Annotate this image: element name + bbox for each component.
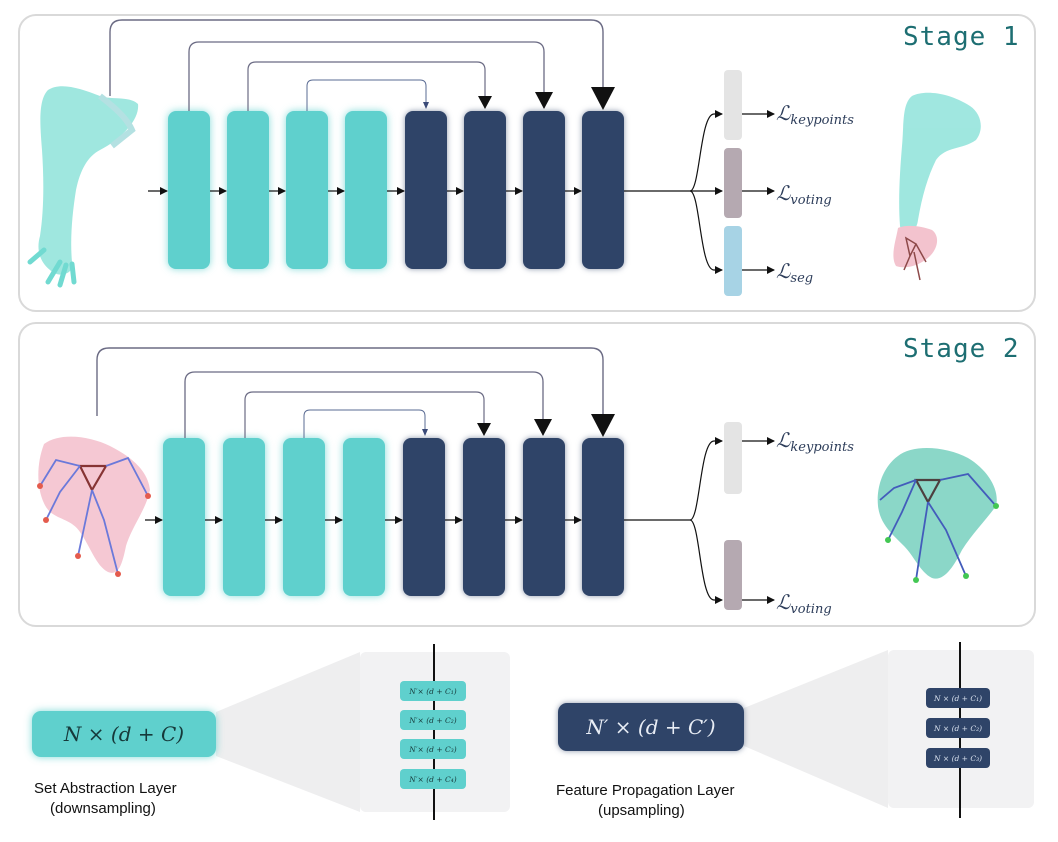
- stage-1-output-arm-cloud: [893, 92, 981, 281]
- stage-1-fp-block-1: [405, 111, 447, 269]
- stage-1-fp-block-2: [464, 111, 506, 269]
- stage-2-fp-block-2: [463, 438, 505, 596]
- stage-1-label: Stage 1: [903, 22, 1020, 52]
- stage-1-loss-voting: ℒvoting: [776, 181, 832, 208]
- sa-zoom-axis: [433, 644, 435, 820]
- stage-1-head-voting: [724, 148, 742, 218]
- stage-2-sa-block-3: [283, 438, 325, 596]
- fp-legend-block: N′ × (d + C′): [558, 703, 744, 751]
- stage-1-sa-block-3: [286, 111, 328, 269]
- stage-2-fp-block-4: [582, 438, 624, 596]
- sa-legend-caption: Set Abstraction Layer (downsampling): [34, 780, 177, 817]
- fp-legend-caption: Feature Propagation Layer (upsampling): [556, 782, 735, 819]
- stage-2-sa-block-1: [163, 438, 205, 596]
- fp-zoom-fan: [744, 650, 888, 808]
- stage-2-loss-voting: ℒvoting: [776, 590, 832, 617]
- sa-legend-formula: N × (d + C): [63, 722, 185, 746]
- stage-2-input-hand-cloud: [37, 436, 151, 577]
- stage-1-head-keypoints: [724, 70, 742, 140]
- sa-sublayer-1: N′× (d + C₁): [400, 681, 466, 701]
- sa-legend-block: N × (d + C): [32, 711, 216, 757]
- stage-2-label: Stage 2: [903, 334, 1020, 364]
- fp-sublayer-1: N × (d + C₁): [926, 688, 990, 708]
- stage-1-loss-keypoints: ℒkeypoints: [776, 101, 854, 128]
- sa-sublayer-3: N′× (d + C₃): [400, 739, 466, 759]
- fp-legend-formula: N′ × (d + C′): [586, 715, 716, 739]
- stage-1-skip-connections: [109, 19, 615, 111]
- stage-2-sa-block-4: [343, 438, 385, 596]
- stage-2-fp-block-3: [523, 438, 565, 596]
- sa-sublayer-2: N′× (d + C₂): [400, 710, 466, 730]
- stage-2-loss-keypoints: ℒkeypoints: [776, 428, 854, 455]
- stage-1-head-seg: [724, 226, 742, 296]
- sa-sublayer-4: N′× (d + C₄): [400, 769, 466, 789]
- fp-sublayer-2: N × (d + C₂): [926, 718, 990, 738]
- stage-1-forward-arrows: [148, 110, 775, 274]
- sa-zoom-fan: [216, 652, 360, 812]
- stage-2-output-hand-cloud: [877, 447, 999, 583]
- stage-2-fp-block-1: [403, 438, 445, 596]
- stage-2-head-voting: [724, 540, 742, 610]
- fp-sublayer-3: N × (d + C₃): [926, 748, 990, 768]
- stage-2-skip-connections: [96, 347, 615, 438]
- stage-1-sa-block-4: [345, 111, 387, 269]
- stage-1-fp-block-3: [523, 111, 565, 269]
- stage-1-sa-block-2: [227, 111, 269, 269]
- stage-1-loss-seg: ℒseg: [776, 259, 814, 286]
- stage-2-forward-arrows: [145, 437, 775, 604]
- stage-2-head-keypoints: [724, 422, 742, 494]
- stage-1-input-arm-cloud: [27, 86, 139, 288]
- stage-1-fp-block-4: [582, 111, 624, 269]
- stage-1-sa-block-1: [168, 111, 210, 269]
- stage-2-sa-block-2: [223, 438, 265, 596]
